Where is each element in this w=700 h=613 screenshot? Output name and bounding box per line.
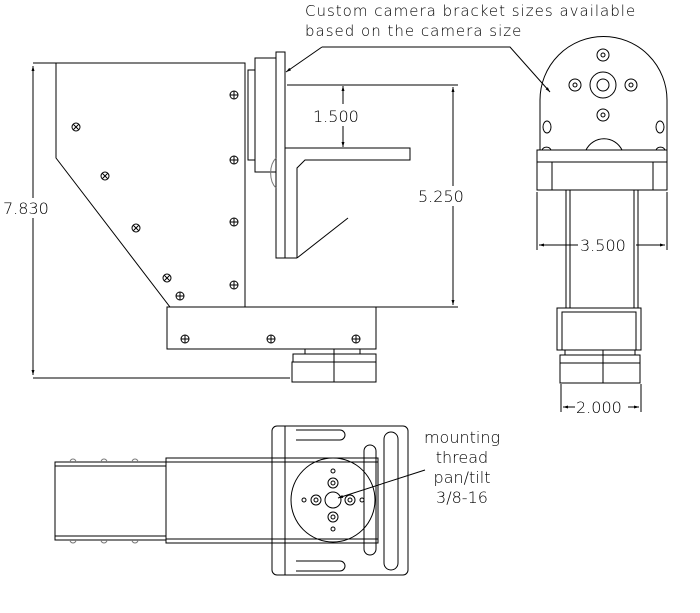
tilt-plate bbox=[539, 36, 668, 150]
dimension-label-7830: 7.830 bbox=[3, 199, 49, 218]
base-foot bbox=[291, 348, 377, 383]
dimension-label-1500: 1.500 bbox=[313, 107, 359, 126]
mounting-note: mounting thread pan/tilt 3/8-16 bbox=[424, 428, 500, 507]
main-tube bbox=[165, 457, 379, 544]
extension-tube bbox=[54, 461, 167, 541]
camera-plate bbox=[247, 51, 411, 259]
callout-line-1: Custom camera bracket sizes available bbox=[305, 2, 636, 20]
dimension-bracket-offset: 1.500 bbox=[287, 84, 458, 147]
callout-line-2: based on the camera size bbox=[305, 22, 522, 40]
main-body bbox=[55, 62, 246, 308]
dimension-front-width: 3.500 bbox=[536, 192, 668, 255]
callout-leader bbox=[285, 46, 551, 93]
mounting-note-line-2: thread bbox=[436, 448, 488, 467]
base-plate bbox=[166, 306, 377, 350]
dimension-overall-height: 7.830 bbox=[2, 62, 290, 379]
mounting-note-line-1: mounting bbox=[424, 428, 500, 447]
top-view: mounting thread pan/tilt 3/8-16 bbox=[54, 425, 500, 576]
screws bbox=[71, 90, 361, 344]
dimension-base-width: 2.000 bbox=[560, 384, 642, 417]
dimension-label-3500: 3.500 bbox=[580, 236, 626, 255]
mounting-leader bbox=[337, 469, 426, 499]
side-view: 7.830 1.500 5.250 bbox=[2, 51, 470, 383]
pan-disk bbox=[290, 457, 376, 543]
dimension-bracket-height: 5.250 bbox=[376, 87, 470, 308]
front-view: 3.500 2.000 bbox=[536, 36, 668, 417]
dimension-label-2000: 2.000 bbox=[576, 398, 622, 417]
mounting-note-line-3: pan/tilt bbox=[434, 468, 491, 487]
mounting-note-line-4: 3/8-16 bbox=[436, 488, 488, 507]
dimension-label-5250: 5.250 bbox=[418, 187, 464, 206]
mounting-plate bbox=[271, 425, 409, 576]
